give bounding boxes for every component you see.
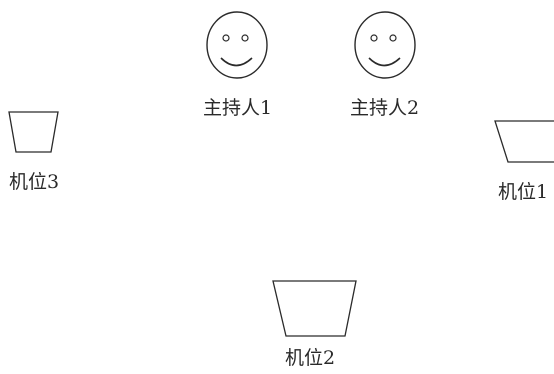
camera-1-label: 机位1 (498, 181, 549, 203)
host-1-label: 主持人1 (203, 97, 273, 119)
host-2-label: 主持人2 (350, 97, 420, 119)
camera-2-label: 机位2 (285, 347, 336, 369)
camera-3-label: 机位3 (9, 171, 60, 193)
